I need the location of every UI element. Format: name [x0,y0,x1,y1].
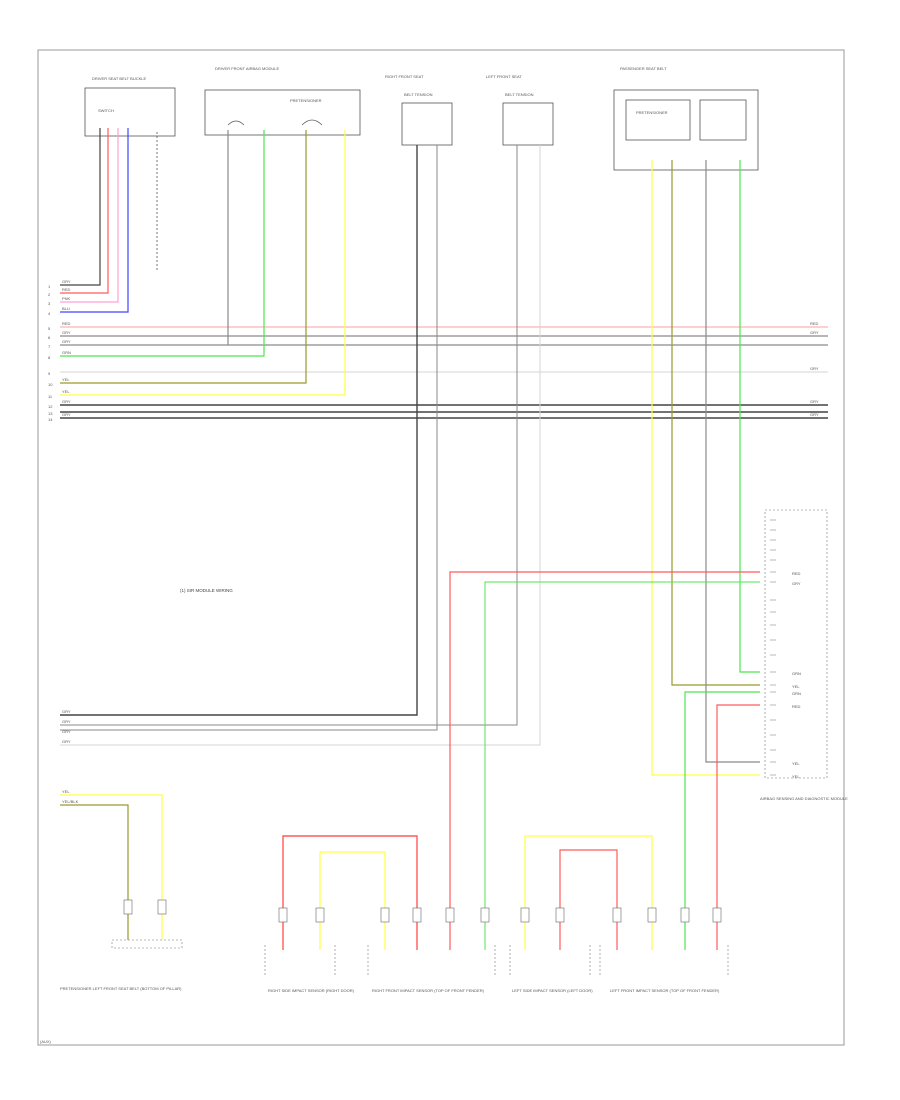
terminal-label: 13 [48,411,53,416]
terminal-label: 10 [48,382,53,387]
driver-pretensioner-module: DRIVER FRONT AIRBAG MODULE PRETENSIONER [204,66,361,136]
terminal-label: 14 [48,417,53,422]
terminal-label: 1 [48,284,51,289]
module-label: AIRBAG SENSING AND DIAGNOSTIC MODULE [760,796,848,801]
component-title: PASSENGER SEAT BELT [620,66,667,71]
left-terminal-column: 1 2 3 4 5 6 7 8 9 10 11 12 13 14 [48,284,53,422]
pin-label: RED [792,704,801,709]
wire-label: GRY [62,412,71,417]
terminal-label: 4 [48,311,51,316]
wire-label: YEL [62,389,70,394]
wire-label: RED [62,287,71,292]
middle-note: (1) SIR MODULE WIRING [180,588,233,593]
wire-label: GRY [62,719,71,724]
wire-label: GRY [810,330,819,335]
wire-label: GRY [62,739,71,744]
pin-label: GRN [792,671,801,676]
component-title: RIGHT FRONT SEAT [385,74,424,79]
wire-label: YEL [62,377,70,382]
terminal-label: 7 [48,344,51,349]
component-sub: PRETENSIONER [290,98,322,103]
wire-label: PNK [62,296,71,301]
terminal-label: 2 [48,292,51,297]
wire-label: YEL [62,789,70,794]
wire-label: BLU [62,306,70,311]
component-title: DRIVER SEAT BELT BUCKLE [92,76,146,81]
component-title: LEFT FRONT SEAT [486,74,522,79]
terminal-label: 6 [48,335,51,340]
page-label: (AUX) [40,1039,52,1044]
component-sub: SWITCH [98,108,114,113]
pin-label: YEL [792,684,800,689]
airbag-sensing-module: AIRBAG SENSING AND DIAGNOSTIC MODULE RED… [760,509,848,801]
terminal-label: 12 [48,404,53,409]
wire-group [60,128,828,950]
wire-label: RED [810,321,819,326]
wire-label: GRY [62,339,71,344]
bottom-connectors [123,899,722,923]
terminal-label: 9 [48,371,51,376]
terminal-label: 8 [48,355,51,360]
seat-belt-buckle-switch: DRIVER SEAT BELT BUCKLE SWITCH [84,76,176,137]
terminal-label: 3 [48,301,51,306]
bottom-sensor-boxes: RIGHT SIDE IMPACT SENSOR (RIGHT DOOR) RI… [264,945,729,993]
pin-label: GRY [792,581,801,586]
wire-label: GRY [62,709,71,714]
pretensioner-label: PRETENSIONER LEFT FRONT SEAT BELT (BOTTO… [60,986,182,991]
wire-label: GRY [810,366,819,371]
terminal-label: 11 [48,394,53,399]
pin-label: YEL [792,774,800,779]
sensor-label: RIGHT SIDE IMPACT SENSOR (RIGHT DOOR) [268,988,355,993]
wire-label: GRY [810,412,819,417]
wire-label: GRY [62,729,71,734]
bottom-left-labels: GRY GRY GRY GRY YEL YEL/BLK [62,709,79,804]
left-front-seat-belt-tension-sensor: LEFT FRONT SEAT BELT TENSION [486,74,554,146]
passenger-pretensioner-module: PASSENGER SEAT BELT PRETENSIONER [613,66,759,171]
component-title: DRIVER FRONT AIRBAG MODULE [215,66,279,71]
pin-label: RED [792,571,801,576]
bus-right-labels: RED GRY GRY GRY GRY [810,321,819,417]
wire-label: GRN [62,350,71,355]
wire-label: GRY [810,399,819,404]
wire-label: GRY [62,330,71,335]
right-front-seat-belt-tension-sensor: RIGHT FRONT SEAT BELT TENSION [385,74,453,146]
pin-label: GRN [792,691,801,696]
sensor-label: RIGHT FRONT IMPACT SENSOR (TOP OF FRONT … [372,988,485,993]
wire-label: GRY [62,399,71,404]
left-front-pretensioner: PRETENSIONER LEFT FRONT SEAT BELT (BOTTO… [60,939,183,991]
module-pins [770,519,776,776]
pin-label: YEL [792,761,800,766]
sensor-label: LEFT SIDE IMPACT SENSOR (LEFT DOOR) [512,988,593,993]
sensor-label: LEFT FRONT IMPACT SENSOR (TOP OF FRONT F… [610,988,720,993]
wire-label: RED [62,321,71,326]
component-sub: BELT TENSION [505,92,534,97]
component-sub: PRETENSIONER [636,110,668,115]
wire-label: YEL/BLK [62,799,79,804]
component-sub: BELT TENSION [404,92,433,97]
terminal-label: 5 [48,326,51,331]
bus-wire-labels: GRY RED PNK BLU RED GRY GRY GRN YEL YEL … [62,279,71,417]
diagram-frame [37,49,845,1046]
wire-label: GRY [62,279,71,284]
